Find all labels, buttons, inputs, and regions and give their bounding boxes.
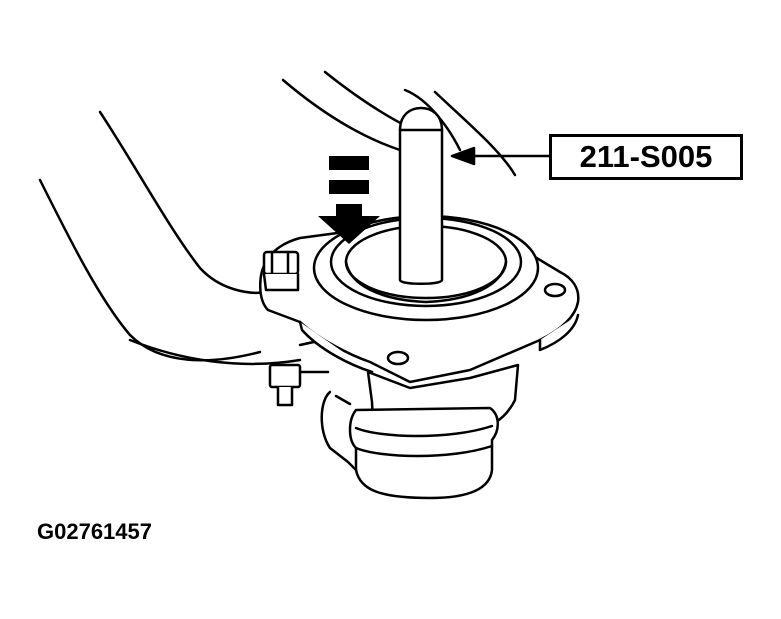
installer-tool-icon	[398, 106, 444, 285]
callout-leader	[450, 146, 551, 166]
figure-id: G02761457	[37, 519, 152, 544]
flange-holes	[386, 282, 567, 366]
tool-number-label: 211-S005	[579, 139, 713, 174]
bolt-icon	[262, 250, 300, 292]
side-bolt	[268, 363, 330, 407]
tool-callout: 211-S005	[549, 134, 743, 180]
lower-housing	[320, 363, 520, 500]
down-arrow-icon	[318, 156, 380, 244]
lower-arm-outline	[38, 110, 362, 366]
